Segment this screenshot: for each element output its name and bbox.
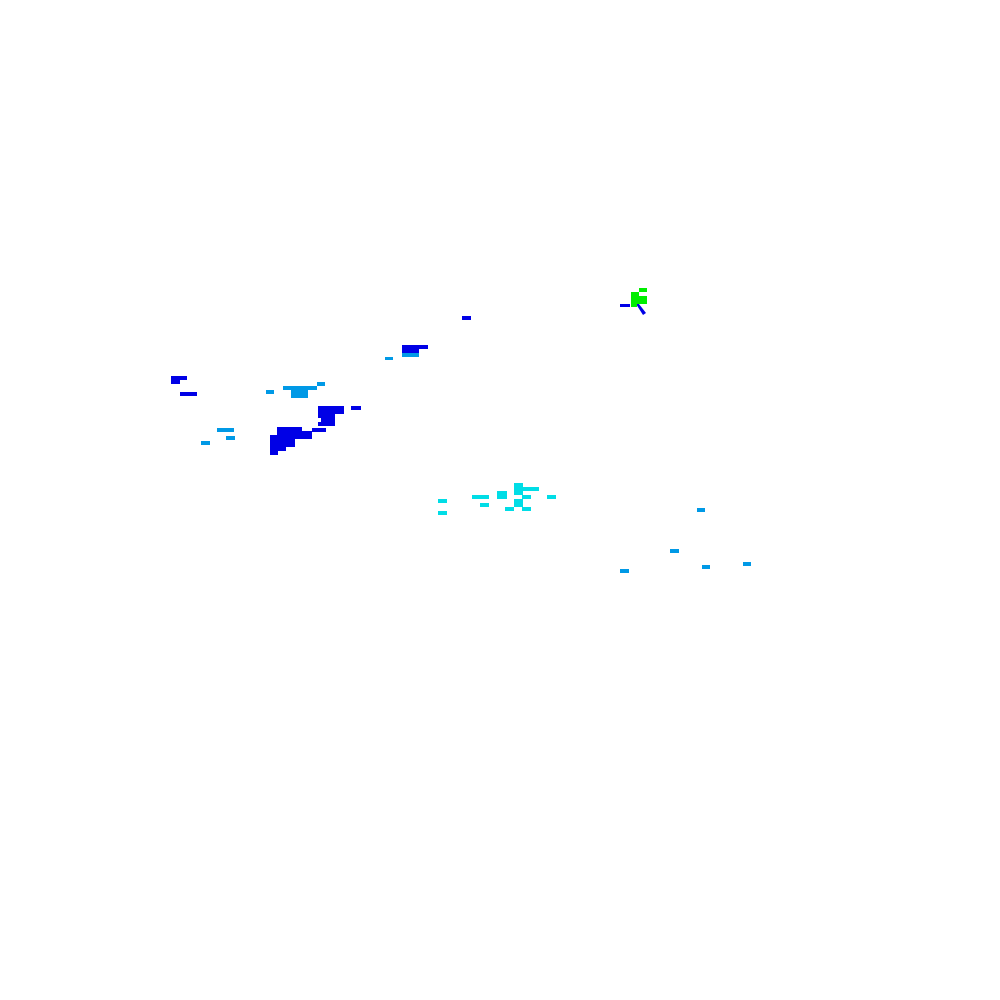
echo-pixel — [639, 288, 647, 292]
echo-pixel — [514, 483, 523, 487]
echo-pixel — [201, 441, 210, 445]
echo-pixel — [522, 495, 531, 499]
echo-pixel — [547, 495, 556, 499]
echo-pixel — [636, 304, 646, 315]
echo-group-west-cluster-light — [201, 353, 419, 445]
echo-pixel — [462, 316, 471, 320]
echo-pixel — [385, 357, 393, 360]
echo-pixel — [631, 300, 647, 304]
echo-pixel — [217, 428, 234, 432]
echo-pixel — [270, 447, 286, 451]
echo-pixel — [743, 562, 751, 566]
echo-pixel — [514, 487, 539, 491]
echo-pixel — [402, 353, 419, 357]
echo-pixel — [317, 382, 325, 386]
echo-pixel — [631, 296, 647, 300]
echo-pixel — [321, 418, 335, 422]
echo-pixel — [497, 491, 507, 495]
echo-pixel — [226, 436, 235, 440]
echo-group-south-east-scatter — [620, 508, 751, 573]
echo-pixel — [497, 495, 507, 499]
echo-pixel — [522, 507, 531, 511]
echo-pixel — [702, 565, 710, 569]
echo-pixel — [670, 549, 679, 553]
echo-pixel — [312, 428, 326, 432]
echo-pixel — [318, 406, 344, 410]
echo-pixel — [270, 451, 278, 455]
echo-pixel — [270, 443, 295, 447]
echo-pixel — [291, 394, 308, 398]
echo-pixel — [171, 376, 187, 380]
echo-pixel — [620, 569, 629, 573]
echo-pixel — [514, 503, 523, 507]
echo-pixel — [266, 390, 274, 394]
echo-pixel — [291, 390, 308, 394]
echo-pixel — [480, 503, 489, 507]
echo-pixel — [697, 508, 705, 512]
echo-pixel — [402, 345, 428, 349]
echo-pixel — [318, 410, 344, 414]
echo-pixel — [402, 349, 419, 353]
echo-pixel — [620, 304, 630, 307]
echo-pixel — [631, 304, 637, 307]
echo-pixel — [283, 386, 317, 390]
echo-pixel — [438, 511, 447, 515]
echo-group-central-cluster — [438, 483, 556, 515]
echo-pixel — [438, 499, 447, 503]
echo-pixel — [514, 499, 523, 503]
echo-pixel — [514, 491, 523, 495]
echo-pixel — [270, 435, 312, 439]
echo-pixel — [472, 495, 489, 499]
echo-pixel — [631, 292, 639, 296]
echo-pixel — [180, 392, 197, 396]
echo-group-north-east-cell — [631, 288, 647, 307]
echo-pixel — [270, 439, 295, 443]
echo-pixel — [171, 380, 180, 384]
echo-pixel — [318, 422, 335, 426]
echo-pixel — [318, 414, 335, 418]
echo-pixel — [351, 406, 361, 410]
echo-pixel — [277, 427, 302, 431]
echo-pixel — [505, 507, 514, 511]
echo-group-west-cluster-heavy — [171, 304, 646, 455]
echo-pixel — [277, 431, 312, 435]
